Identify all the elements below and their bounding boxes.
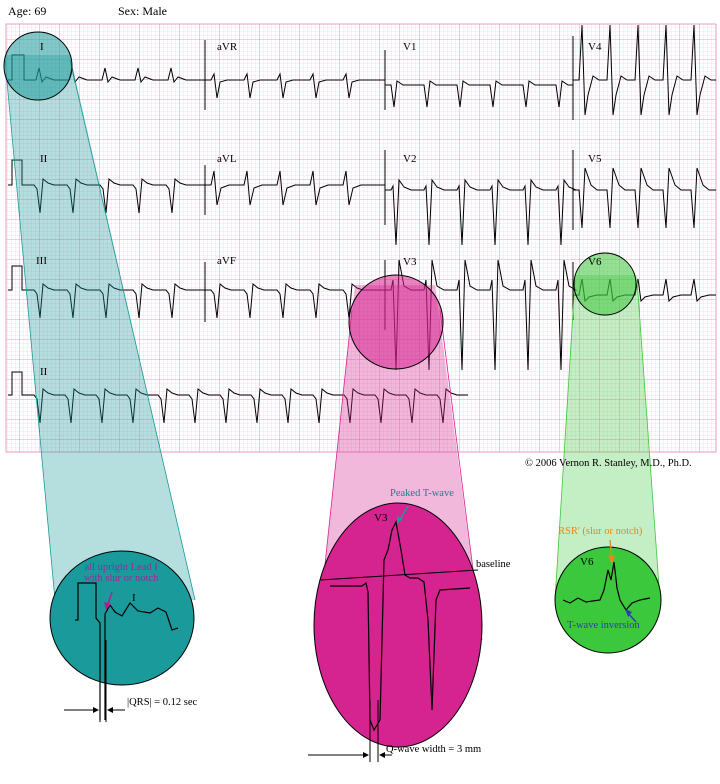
lead-label-aVL: aVL bbox=[217, 153, 237, 165]
trace-row-2 bbox=[28, 167, 716, 246]
trace-row-1 bbox=[30, 24, 716, 116]
ecg-grid bbox=[5, 23, 717, 453]
v3-zoom-circle bbox=[313, 502, 483, 748]
lead-label-V3: V3 bbox=[403, 256, 417, 268]
lead-label-I: I bbox=[40, 41, 44, 53]
baseline-label: baseline bbox=[476, 559, 511, 570]
lead-I-note-line1: all upright Lead I bbox=[84, 562, 158, 573]
v6-zoom-cone bbox=[555, 275, 660, 600]
v6-zoom-circle bbox=[554, 546, 662, 654]
sex-field: Sex: Male bbox=[118, 4, 167, 19]
lead-label-II: II bbox=[40, 153, 48, 165]
v6-zoom-label: V6 bbox=[580, 556, 594, 568]
v3-zoom-label: V3 bbox=[374, 512, 388, 524]
rsr-label: RSR' (slur or notch) bbox=[558, 526, 643, 537]
peaked-t-wave-label: Peaked T-wave bbox=[390, 488, 454, 499]
v3-highlight-circle bbox=[348, 274, 444, 370]
sex-value: Male bbox=[142, 4, 167, 18]
sex-label: Sex: bbox=[118, 4, 140, 18]
t-wave-inversion-label: T-wave inversion bbox=[567, 620, 640, 631]
trace-row-4 bbox=[28, 388, 468, 424]
v3-zoom-trace bbox=[330, 520, 471, 732]
age-value: 69 bbox=[34, 4, 47, 18]
baseline-line bbox=[319, 569, 479, 581]
lead-I-zoom-cone bbox=[5, 55, 195, 600]
lead-I-note: all upright Lead I with slur or notch bbox=[84, 562, 158, 584]
lead-label-aVF: aVF bbox=[217, 255, 236, 267]
v6-zoom-trace bbox=[562, 561, 651, 612]
lead-label-II-rhythm: II bbox=[40, 366, 48, 378]
lead-label-V5: V5 bbox=[588, 153, 602, 165]
lead-label-III: III bbox=[36, 255, 47, 267]
copyright: © 2006 Vernon R. Stanley, M.D., Ph.D. bbox=[525, 458, 692, 469]
age-label: Age: bbox=[8, 4, 32, 18]
lead-label-V6: V6 bbox=[588, 256, 602, 268]
lead-label-V1: V1 bbox=[403, 41, 417, 53]
lead-I-highlight-circle bbox=[3, 31, 73, 101]
lead-label-V4: V4 bbox=[588, 41, 602, 53]
trace-row-3 bbox=[28, 259, 716, 371]
lead-I-zoom-trace bbox=[75, 582, 179, 720]
v6-highlight-circle bbox=[573, 252, 637, 316]
lead-I-note-line2: with slur or notch bbox=[84, 573, 159, 584]
qrs-measure: |QRS| = 0.12 sec bbox=[127, 697, 198, 708]
age-field: Age: 69 bbox=[8, 4, 46, 19]
lead-label-aVR: aVR bbox=[217, 41, 238, 53]
lead-I-zoom-label: I bbox=[132, 592, 136, 604]
q-wave-measure: Q-wave width = 3 mm bbox=[386, 744, 482, 755]
lead-label-V2: V2 bbox=[403, 153, 417, 165]
lead-I-zoom-circle bbox=[49, 550, 195, 686]
